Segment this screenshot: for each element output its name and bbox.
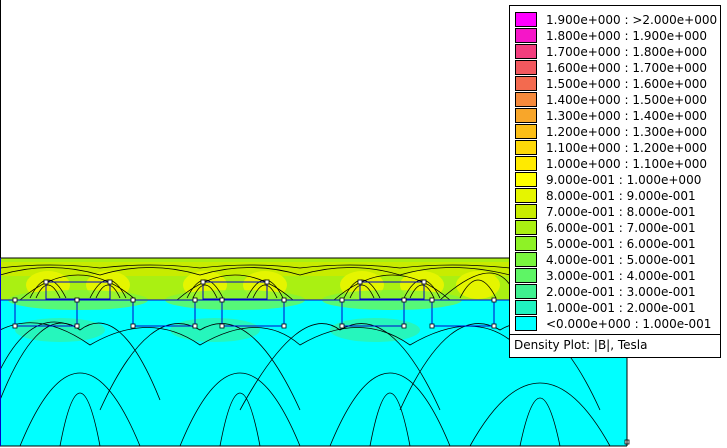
- legend-swatch: [515, 172, 537, 187]
- legend-label: 5.000e-001 : 6.000e-001: [546, 237, 696, 251]
- legend-label: 6.000e-001 : 7.000e-001: [546, 221, 696, 235]
- legend-entry: 4.000e-001 : 5.000e-001: [515, 252, 720, 268]
- legend-divider: [510, 334, 720, 335]
- legend-label: 8.000e-001 : 9.000e-001: [546, 189, 696, 203]
- legend-label: 1.300e+000 : 1.400e+000: [546, 109, 708, 123]
- legend-swatch: [515, 156, 537, 171]
- legend-label: 9.000e-001 : 1.000e+000: [546, 173, 702, 187]
- legend-swatch: [515, 252, 537, 267]
- legend-entry: 1.300e+000 : 1.400e+000: [515, 108, 720, 124]
- legend-entry: 7.000e-001 : 8.000e-001: [515, 204, 720, 220]
- legend-swatch: [515, 28, 537, 43]
- legend-swatch: [515, 140, 537, 155]
- legend-entry: 1.100e+000 : 1.200e+000: [515, 140, 720, 156]
- legend-entry: 1.200e+000 : 1.300e+000: [515, 124, 720, 140]
- legend-swatch: [515, 60, 537, 75]
- legend-entry: <0.000e+000 : 1.000e-001: [515, 316, 720, 332]
- legend-label: 1.800e+000 : 1.900e+000: [546, 29, 708, 43]
- legend-label: 2.000e-001 : 3.000e-001: [546, 285, 696, 299]
- legend-label: 1.400e+000 : 1.500e+000: [546, 93, 708, 107]
- legend-swatch: [515, 124, 537, 139]
- legend-entry: 1.000e-001 : 2.000e-001: [515, 300, 720, 316]
- legend-label: 1.100e+000 : 1.200e+000: [546, 141, 708, 155]
- legend-swatch: [515, 316, 537, 331]
- legend-label: 1.200e+000 : 1.300e+000: [546, 125, 708, 139]
- legend-swatch: [515, 204, 537, 219]
- geometry-outlines: [0, 281, 510, 327]
- legend-entry: 9.000e-001 : 1.000e+000: [515, 172, 720, 188]
- legend-entry: 6.000e-001 : 7.000e-001: [515, 220, 720, 236]
- legend-entry: 1.700e+000 : 1.800e+000: [515, 44, 720, 60]
- legend-entry: 1.400e+000 : 1.500e+000: [515, 92, 720, 108]
- density-legend: 1.900e+000 : >2.000e+000 1.800e+000 : 1.9…: [509, 5, 721, 358]
- legend-swatch: [515, 188, 537, 203]
- legend-label: 1.600e+000 : 1.700e+000: [546, 61, 708, 75]
- legend-entry: 1.800e+000 : 1.900e+000: [515, 28, 720, 44]
- legend-entry: 1.000e+000 : 1.100e+000: [515, 156, 720, 172]
- legend-label: 3.000e-001 : 4.000e-001: [546, 269, 696, 283]
- legend-swatch: [515, 92, 537, 107]
- legend-swatch: [515, 108, 537, 123]
- legend-swatch: [515, 268, 537, 283]
- legend-swatch: [515, 76, 537, 91]
- legend-swatch: [515, 284, 537, 299]
- legend-label: 7.000e-001 : 8.000e-001: [546, 205, 696, 219]
- legend-label: 1.900e+000 : >2.000e+000: [546, 13, 718, 27]
- legend-label: 4.000e-001 : 5.000e-001: [546, 253, 696, 267]
- flux-contours: [0, 264, 611, 447]
- legend-caption: Density Plot: |B|, Tesla: [514, 338, 648, 352]
- legend-entry: 5.000e-001 : 6.000e-001: [515, 236, 720, 252]
- legend-label: 1.000e+000 : 1.100e+000: [546, 157, 708, 171]
- legend-label: <0.000e+000 : 1.000e-001: [546, 317, 712, 331]
- legend-label: 1.500e+000 : 1.600e+000: [546, 77, 708, 91]
- legend-entry: 1.900e+000 : >2.000e+000: [515, 12, 720, 28]
- legend-swatch: [515, 44, 537, 59]
- legend-label: 1.000e-001 : 2.000e-001: [546, 301, 696, 315]
- legend-label: 1.700e+000 : 1.800e+000: [546, 45, 708, 59]
- legend-entry: 1.500e+000 : 1.600e+000: [515, 76, 720, 92]
- legend-swatch: [515, 12, 537, 27]
- geometry-nodes: [12, 279, 630, 445]
- legend-swatch: [515, 300, 537, 315]
- legend-swatch: [515, 236, 537, 251]
- legend-entry: 2.000e-001 : 3.000e-001: [515, 284, 720, 300]
- legend-swatch: [515, 220, 537, 235]
- legend-entry: 3.000e-001 : 4.000e-001: [515, 268, 720, 284]
- legend-entry: 1.600e+000 : 1.700e+000: [515, 60, 720, 76]
- legend-entry: 8.000e-001 : 9.000e-001: [515, 188, 720, 204]
